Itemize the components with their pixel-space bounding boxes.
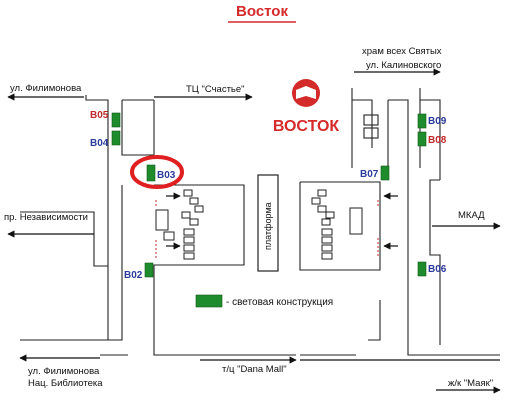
- left-vestibule: [20, 95, 296, 356]
- exit-b05: В05: [90, 110, 109, 121]
- direction-arrows: [7, 68, 501, 394]
- metro-logo: ВОСТОК: [273, 79, 340, 135]
- direction-kalinovskogo: ул. Калиновского: [366, 60, 441, 71]
- direction-nezavisimosti: пр. Независимости: [4, 212, 88, 223]
- legend-swatch: [195, 294, 223, 308]
- light-box-b08: [417, 131, 427, 147]
- direction-tc-schastye: ТЦ "Счастье": [186, 84, 245, 95]
- light-box-b07: [380, 165, 390, 181]
- exit-b06: В06: [428, 264, 447, 275]
- highlight-circle: [130, 155, 184, 189]
- direction-mkad: МКАД: [458, 210, 485, 221]
- direction-mayak: ж/к "Маяк": [448, 378, 493, 389]
- logo-text: ВОСТОК: [273, 118, 340, 135]
- direction-nats-biblioteka: Нац. Библиотека: [28, 378, 103, 389]
- light-box-b06: [417, 261, 427, 277]
- right-escalators: [311, 189, 379, 260]
- exit-b07: В07: [360, 169, 379, 180]
- light-box-b09: [417, 113, 427, 129]
- exit-b03: В03: [157, 170, 176, 181]
- direction-hram: храм всех Святых: [362, 46, 442, 57]
- exit-b02: В02: [124, 270, 143, 281]
- light-boxes: [111, 112, 427, 278]
- light-box-b05: [111, 112, 121, 128]
- direction-filimonova-top: ул. Филимонова: [10, 83, 82, 94]
- exit-b04: В04: [90, 138, 109, 149]
- legend-text: - световая конструкция: [226, 297, 333, 308]
- exit-b09: В09: [428, 116, 447, 127]
- direction-filimonova-bottom: ул. Филимонова: [28, 366, 100, 377]
- exit-b08: В08: [428, 135, 447, 146]
- direction-dana-mall: т/ц "Dana Mall": [222, 364, 287, 375]
- light-box-b02: [144, 262, 154, 278]
- left-escalators: [155, 189, 204, 260]
- light-box-b03: [146, 164, 156, 182]
- station-title: Восток: [236, 3, 288, 20]
- right-vestibule: [299, 88, 500, 356]
- light-box-b04: [111, 130, 121, 146]
- platform-label: платформа: [263, 202, 273, 250]
- legend: - световая конструкция: [195, 294, 333, 308]
